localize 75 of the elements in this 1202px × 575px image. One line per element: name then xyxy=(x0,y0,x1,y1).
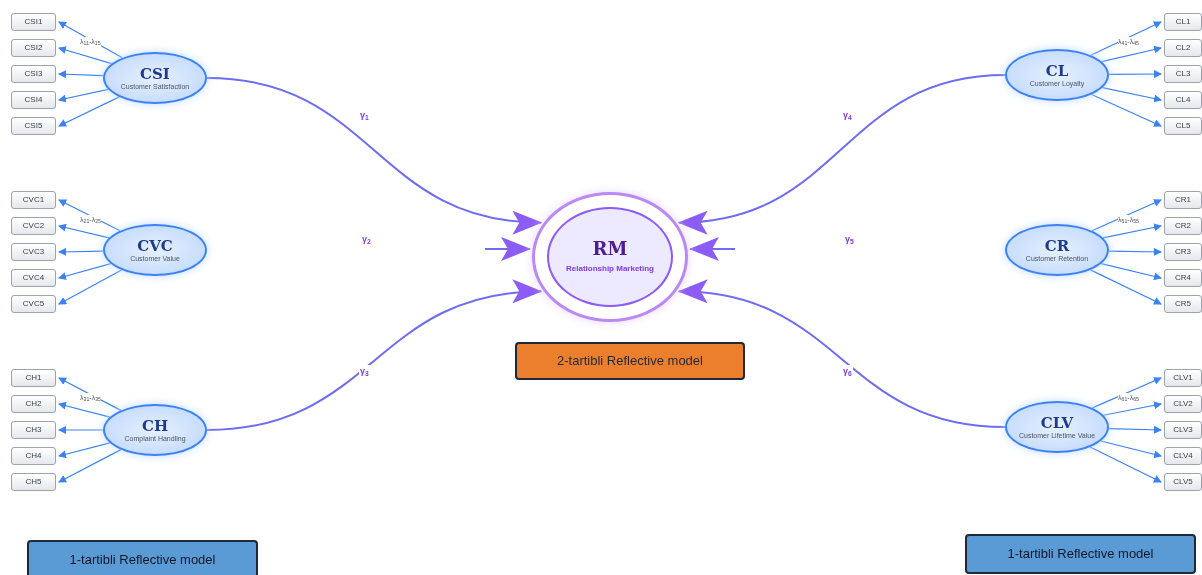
indicator-box: CH5 xyxy=(11,473,56,491)
construct-ellipse xyxy=(103,52,207,104)
arrow xyxy=(58,70,104,79)
arrow xyxy=(206,77,543,233)
indicator-box: CR4 xyxy=(1164,269,1202,287)
indicator-box: CVC1 xyxy=(11,191,56,209)
edge-label: γ$_{3}$ xyxy=(359,365,370,377)
arrow xyxy=(58,269,123,305)
indicator-box: CR2 xyxy=(1164,217,1202,235)
indicator-box: CL3 xyxy=(1164,65,1202,83)
arrow xyxy=(58,96,120,127)
indicator-box: CSI3 xyxy=(11,65,56,83)
construct-ellipse xyxy=(1005,49,1109,101)
model-label-box: 1-tartibli Reflective model xyxy=(27,540,258,575)
arrow xyxy=(1091,377,1162,409)
construct-ellipse xyxy=(1005,401,1109,453)
arrow xyxy=(58,247,104,256)
model-label-box: 1-tartibli Reflective model xyxy=(965,534,1196,574)
indicator-box: CVC3 xyxy=(11,243,56,261)
arrow xyxy=(1108,247,1162,256)
indicator-box: CR5 xyxy=(1164,295,1202,313)
arrow xyxy=(1090,93,1162,127)
arrow xyxy=(58,426,104,434)
construct-ellipse xyxy=(103,224,207,276)
construct-code: CL xyxy=(1045,62,1069,79)
construct-code: CR xyxy=(1044,237,1070,254)
indicator-box: CSI4 xyxy=(11,91,56,109)
arrow xyxy=(1108,70,1162,79)
indicator-box: CSI2 xyxy=(11,39,56,57)
construct-code: CSI xyxy=(140,65,170,82)
indicator-box: CH3 xyxy=(11,421,56,439)
indicator-box: CSI1 xyxy=(11,13,56,31)
arrow xyxy=(677,281,1006,428)
indicator-box: CR3 xyxy=(1164,243,1202,261)
arrow xyxy=(1108,425,1162,434)
arrow xyxy=(484,237,531,261)
indicator-box: CH4 xyxy=(11,447,56,465)
construct-code: CLV xyxy=(1040,414,1074,431)
indicator-box: CVC2 xyxy=(11,217,56,235)
arrow xyxy=(1100,440,1162,459)
construct-name: Relationship Marketing xyxy=(566,263,654,275)
indicator-box: CL2 xyxy=(1164,39,1202,57)
indicator-box: CVC4 xyxy=(11,269,56,287)
arrow xyxy=(1089,446,1162,483)
arrow xyxy=(58,449,122,483)
arrow xyxy=(58,199,121,232)
indicator-box: CH2 xyxy=(11,395,56,413)
construct-code: RM xyxy=(592,239,628,259)
construct-code: CVC xyxy=(137,237,173,254)
indicator-box: CVC5 xyxy=(11,295,56,313)
arrow xyxy=(206,281,543,431)
arrow xyxy=(677,74,1006,233)
model-label-box: 2-tartibli Reflective model xyxy=(515,342,745,380)
indicator-box: CLV1 xyxy=(1164,369,1202,387)
construct-ellipse xyxy=(1005,224,1109,276)
arrow xyxy=(58,46,113,65)
indicator-box: CSI5 xyxy=(11,117,56,135)
arrow xyxy=(1091,199,1162,232)
arrow xyxy=(1090,21,1162,56)
indicator-box: CLV5 xyxy=(1164,473,1202,491)
indicator-box: CL5 xyxy=(1164,117,1202,135)
construct-code: CH xyxy=(141,417,169,434)
arrow xyxy=(1089,269,1162,305)
arrow xyxy=(58,377,122,411)
edge-label: γ$_{6}$ xyxy=(842,365,853,377)
indicator-box: CR1 xyxy=(1164,191,1202,209)
indicator-box: CL4 xyxy=(1164,91,1202,109)
indicator-box: CLV2 xyxy=(1164,395,1202,413)
arrow xyxy=(58,21,123,59)
construct-ellipse xyxy=(103,404,207,456)
indicator-box: CLV3 xyxy=(1164,421,1202,439)
indicator-box: CH1 xyxy=(11,369,56,387)
indicator-box: CL1 xyxy=(1164,13,1202,31)
indicator-box: CLV4 xyxy=(1164,447,1202,465)
arrow xyxy=(689,237,736,261)
